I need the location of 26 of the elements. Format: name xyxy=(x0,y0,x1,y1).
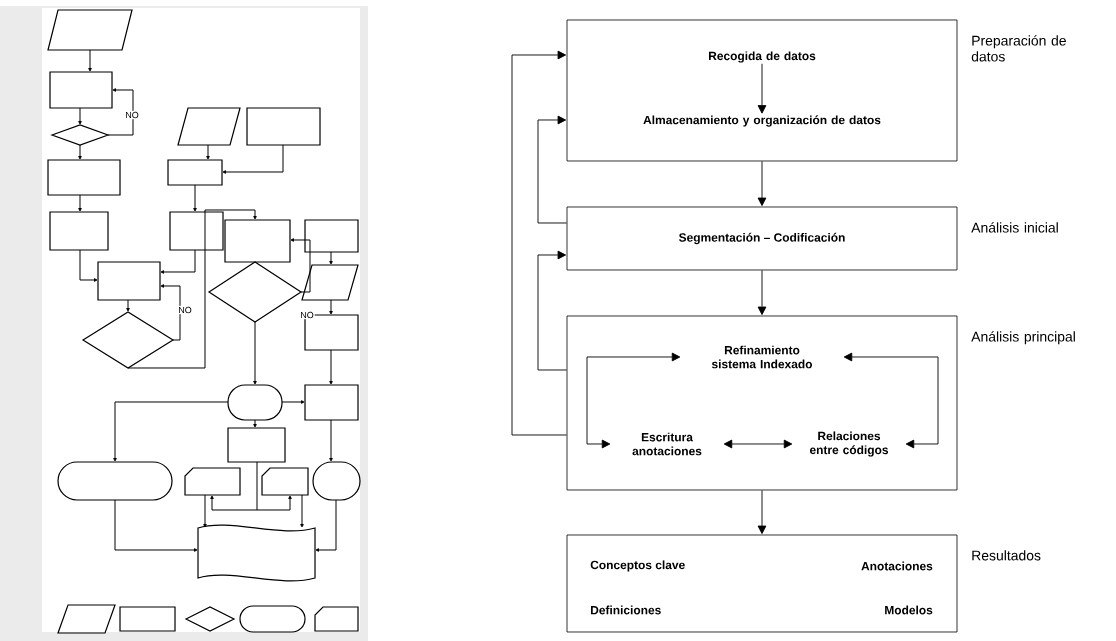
arrow xyxy=(757,63,767,114)
step-text: Refinamiento sistema Indexado xyxy=(711,345,812,369)
step-text: Escritura anotaciones xyxy=(632,432,702,456)
arrow xyxy=(843,352,939,449)
step-text: Almacenamiento y organización de datos xyxy=(643,115,881,127)
arrow xyxy=(757,489,767,535)
arrow xyxy=(537,250,568,371)
stage-box: Segmentación – Codificación xyxy=(566,206,958,271)
arrow xyxy=(757,160,767,207)
branch-label: NO xyxy=(299,310,315,320)
arrow xyxy=(586,352,681,449)
stage-label: Análisis inicial xyxy=(971,222,1058,233)
arrow xyxy=(537,115,568,224)
stage-label: Resultados xyxy=(972,550,1041,561)
stage-label: Preparación de datos xyxy=(971,35,1066,62)
arrow xyxy=(511,50,568,436)
step-text: Relaciones entre códigos xyxy=(809,431,889,457)
stage-box xyxy=(566,19,958,162)
arrow xyxy=(757,269,767,316)
arrow xyxy=(723,439,793,449)
branch-label: NO xyxy=(177,305,193,315)
stage-box: Conceptos clave Anotaciones Definiciones Modelos xyxy=(566,534,958,633)
step-text: Recogida de datos xyxy=(709,51,816,63)
branch-label: NO xyxy=(124,110,140,120)
stage-label: Análisis principal xyxy=(971,331,1075,345)
stage-box xyxy=(566,315,958,491)
